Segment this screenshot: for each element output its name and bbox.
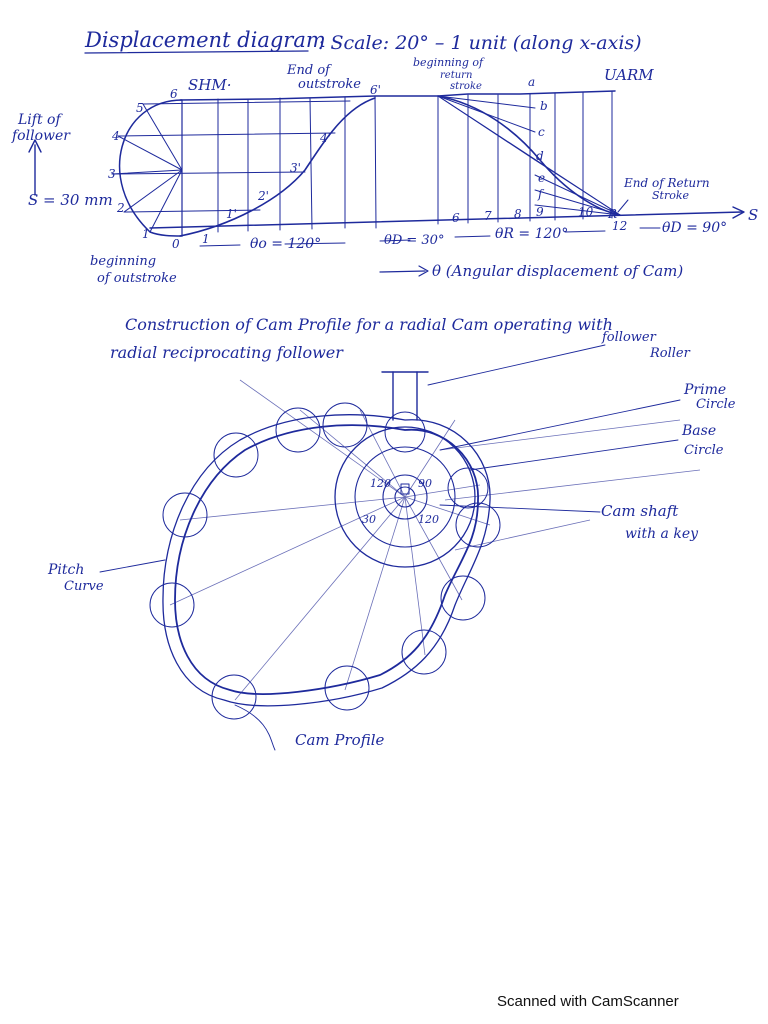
- svg-text:5: 5: [136, 101, 144, 115]
- return-verticals: [437, 90, 613, 225]
- svg-text:3: 3: [108, 167, 116, 181]
- angle-label-30: 30: [362, 513, 376, 526]
- construction-heading-2: radial reciprocating follower: [110, 343, 344, 362]
- outstroke-verticals: [217, 95, 377, 233]
- svg-text:b: b: [540, 99, 548, 113]
- follower-rollers: [149, 402, 501, 720]
- radial-lines: [169, 379, 701, 701]
- base-circle-label-2: Circle: [684, 443, 724, 458]
- theta-axis: [149, 211, 743, 229]
- svg-text:a: a: [528, 75, 535, 89]
- leader-lines: [99, 344, 681, 751]
- angle-label-120-bottom: 120: [418, 513, 439, 526]
- lift-label-1: Lift of: [17, 112, 63, 128]
- svg-text:6: 6: [170, 87, 178, 101]
- cam-profile-label: Cam Profile: [295, 731, 385, 749]
- beginning-return-label-1: beginning of: [413, 56, 485, 69]
- beginning-out-label-1: beginning: [90, 254, 156, 269]
- theta-d1-label: θD = 30°: [384, 233, 444, 248]
- svg-text:e: e: [538, 171, 545, 185]
- scanner-watermark: Scanned with CamScanner: [497, 993, 679, 1010]
- shaft-key: [400, 483, 410, 495]
- base-circle-label-1: Base: [681, 423, 716, 439]
- pitch-curve-label-2: Curve: [64, 579, 104, 594]
- follower-roller-label-1: follower: [601, 330, 657, 345]
- follower-roller-label-2: Roller: [649, 346, 691, 361]
- cam-profile-curve: [174, 424, 479, 695]
- svg-text:7: 7: [484, 209, 492, 223]
- angle-label-90: 90: [418, 477, 432, 490]
- s-axis-label: S: [748, 206, 758, 224]
- uarm-construction-lines: [437, 95, 621, 216]
- scale-note: : Scale: 20° – 1 unit (along x-axis): [318, 32, 642, 54]
- svg-text:8: 8: [514, 207, 522, 221]
- end-return-label-2: Stroke: [652, 189, 690, 202]
- svg-text:4: 4: [111, 129, 120, 143]
- svg-text:3': 3': [290, 161, 301, 175]
- svg-text:10: 10: [578, 205, 594, 219]
- cam-profile-drawing: 120 90 30 120: [99, 344, 701, 751]
- svg-text:1: 1: [142, 227, 150, 241]
- displacement-top-line: [179, 90, 616, 101]
- theta-o-label: θo = 120°: [250, 236, 321, 252]
- lift-arrow-head: [28, 139, 42, 153]
- shm-semicircle: [118, 99, 183, 237]
- angular-arrow: [379, 270, 426, 273]
- cam-shaft: [382, 474, 428, 520]
- end-return-label-1: End of Return: [623, 176, 710, 190]
- svg-text:2': 2': [257, 189, 269, 203]
- beginning-return-label-3: stroke: [450, 81, 482, 92]
- end-outstroke-label-2: outstroke: [298, 77, 361, 92]
- svg-text:c: c: [538, 125, 545, 139]
- prime-circle: [354, 446, 456, 548]
- angular-displacement-label: θ (Angular displacement of Cam): [432, 262, 683, 280]
- shm-division-lines: [111, 100, 351, 233]
- angular-arrow-head: [418, 265, 429, 277]
- beginning-out-label-2: of outstroke: [97, 271, 177, 286]
- displacement-diagram-title: Displacement diagram: [84, 28, 326, 52]
- pitch-curve-label-1: Pitch: [47, 562, 84, 578]
- lift-label-2: follower: [11, 128, 71, 144]
- theta-r-label: θR = 120°: [495, 226, 568, 242]
- svg-text:6': 6': [370, 83, 381, 97]
- theta-axis-arrow: [732, 206, 745, 219]
- theta-d2-label: θD = 90°: [662, 220, 727, 236]
- angle-label-120-top: 120: [370, 477, 391, 490]
- svg-text:9: 9: [536, 205, 544, 219]
- cam-shaft-label-2: with a key: [625, 526, 699, 542]
- prime-circle-label-1: Prime: [683, 382, 726, 398]
- theta-span-markers: [199, 227, 661, 247]
- title-underline: [84, 50, 309, 54]
- svg-text:2: 2: [116, 201, 125, 215]
- cam-shaft-inner: [394, 486, 416, 508]
- roller-0: [384, 411, 426, 453]
- lift-s-value: S = 30 mm: [28, 191, 113, 209]
- shm-label: SHM·: [188, 76, 231, 94]
- base-circle: [334, 426, 476, 568]
- displacement-diagram: [28, 90, 745, 277]
- svg-text:6: 6: [452, 211, 460, 225]
- svg-text:R: R: [607, 207, 617, 221]
- uarm-return-curve: [437, 95, 621, 216]
- svg-text:d: d: [536, 149, 544, 163]
- svg-text:1: 1: [202, 232, 210, 246]
- construction-heading-1: Construction of Cam Profile for a radial…: [125, 315, 613, 334]
- end-outstroke-label-1: End of: [286, 63, 332, 78]
- svg-text:f: f: [537, 187, 545, 201]
- end-return-pointer: [617, 199, 629, 213]
- pitch-curve: [162, 414, 491, 707]
- shm-outstroke-curve: [179, 97, 376, 237]
- uarm-label: UARM: [604, 66, 654, 84]
- svg-text:4': 4': [319, 131, 331, 145]
- prime-circle-label-2: Circle: [696, 397, 736, 412]
- svg-text:12: 12: [612, 219, 627, 233]
- svg-text:0: 0: [172, 237, 180, 251]
- svg-text:1': 1': [226, 207, 237, 221]
- beginning-return-label-2: return: [440, 70, 472, 81]
- cam-shaft-label-1: Cam shaft: [601, 502, 679, 520]
